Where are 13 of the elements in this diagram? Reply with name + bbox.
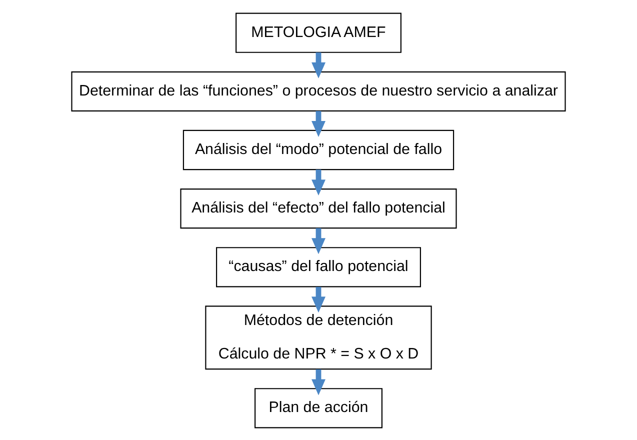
node-box: Plan de acción xyxy=(254,388,382,428)
arrow xyxy=(312,286,326,312)
arrow xyxy=(312,169,326,196)
arrow xyxy=(312,110,326,136)
node-box: METOLOGIA AMEF xyxy=(236,12,402,52)
node-box: Métodos de detención Cálculo de NPR * = S x O x D xyxy=(205,305,432,370)
node-box: Análisis del “modo” potencial de fallo xyxy=(182,129,454,170)
arrow xyxy=(312,228,326,254)
node-box: Determinar de las “funciones” o procesos de nuestro servicio a analizar xyxy=(71,70,566,111)
node-box: Análisis del “efecto” del fallo potencial xyxy=(180,188,457,228)
arrow xyxy=(312,52,326,78)
arrow xyxy=(312,368,326,395)
node-box: “causas” del fallo potencial xyxy=(216,246,421,287)
